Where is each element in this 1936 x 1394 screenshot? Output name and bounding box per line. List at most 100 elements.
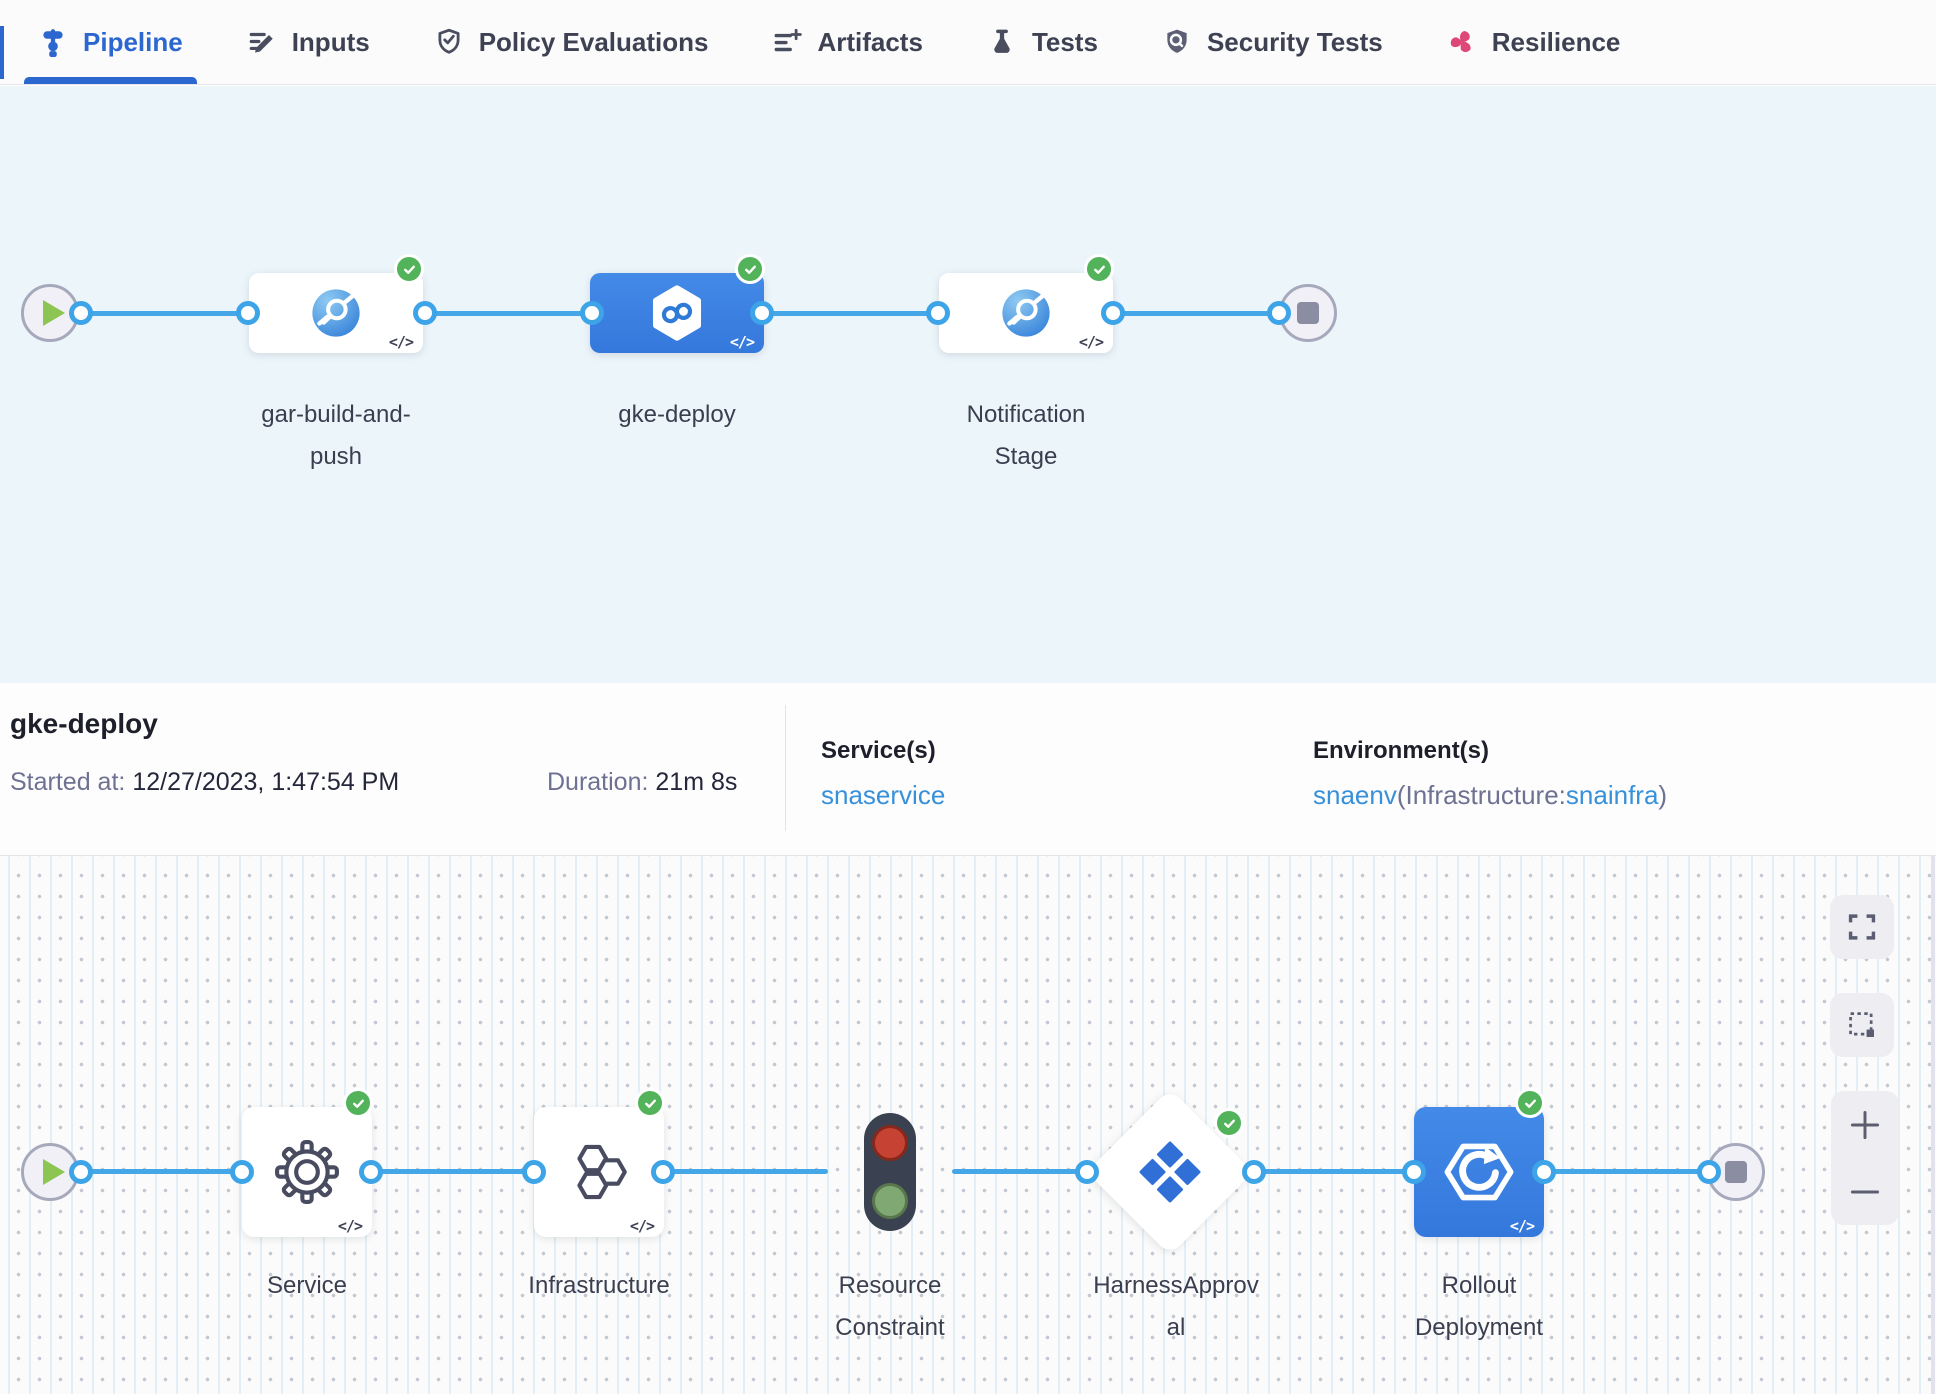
success-check-badge <box>735 254 765 284</box>
environments-label: Environment(s) <box>1313 737 1490 764</box>
stage-title: gke-deploy <box>10 708 158 739</box>
started-at-value: 12/27/2023, 1:47:54 PM <box>132 768 400 796</box>
tab-label: Inputs <box>291 26 370 57</box>
success-check-badge <box>1084 254 1114 284</box>
environment-link[interactable]: snaenv <box>1313 780 1397 810</box>
step-label: HarnessApprov al <box>1093 1272 1259 1341</box>
step-node-service[interactable]: </> <box>242 1088 373 1237</box>
view-yaml-toggle[interactable]: </> <box>337 1217 363 1235</box>
zoom-out-button[interactable] <box>1833 1164 1897 1220</box>
marquee-select-button[interactable] <box>1830 993 1894 1057</box>
fullscreen-button[interactable] <box>1830 895 1894 959</box>
tab-label: Policy Evaluations <box>478 26 709 57</box>
services-label: Service(s) <box>821 737 936 764</box>
tab-inputs[interactable]: Inputs <box>247 0 370 84</box>
infrastructure-link[interactable]: snainfra <box>1565 780 1659 810</box>
zoom-in-button[interactable] <box>1833 1097 1897 1153</box>
rollout-deployment-icon <box>1444 1143 1514 1201</box>
edge-connector <box>78 1169 245 1174</box>
step-label: Infrastructure <box>528 1272 670 1299</box>
play-icon <box>43 1159 65 1185</box>
duration-label: Duration: <box>547 768 649 796</box>
node-port <box>651 1160 675 1184</box>
duration-value: 21m 8s <box>655 768 738 796</box>
stage-node-gar-build-and-push[interactable]: </> <box>249 254 424 353</box>
node-port <box>1402 1160 1426 1184</box>
canvas-right-edge <box>1931 856 1935 1394</box>
node-port <box>1697 1160 1721 1184</box>
stage-node-notification-stage[interactable]: </> <box>939 254 1114 353</box>
edge-connector <box>420 311 596 316</box>
tab-tests[interactable]: Tests <box>987 0 1098 84</box>
stage-node-gke-deploy[interactable]: </> <box>590 254 765 353</box>
custom-stage-icon <box>1002 289 1050 337</box>
fullscreen-icon <box>1848 914 1876 940</box>
started-at: Started at: 12/27/2023, 1:47:54 PM <box>10 768 399 797</box>
tab-label: Resilience <box>1491 26 1621 57</box>
infrastructure-label: (Infrastructure: <box>1396 780 1566 810</box>
success-check-badge <box>1515 1088 1545 1118</box>
step-label: Service <box>266 1272 348 1299</box>
step-node-resource-constraint[interactable] <box>864 1113 916 1231</box>
node-port <box>1267 301 1291 325</box>
step-node-rollout-deployment[interactable]: </> <box>1414 1088 1545 1237</box>
infrastructure-hexagons-icon <box>577 1144 627 1200</box>
node-port <box>359 1160 383 1184</box>
minus-icon <box>1850 1190 1880 1193</box>
node-port <box>1242 1160 1266 1184</box>
resilience-chaos-icon <box>1450 30 1471 53</box>
plus-icon <box>1850 1110 1880 1139</box>
edge-connector <box>78 311 252 316</box>
tab-security-tests[interactable]: Security Tests <box>1162 0 1383 84</box>
tab-policy-evaluations[interactable]: Policy Evaluations <box>434 0 709 84</box>
stage-label: gar-build-and- push <box>261 401 411 470</box>
graph-start-node <box>21 284 79 342</box>
step-node-infrastructure[interactable]: </> <box>534 1088 665 1237</box>
view-yaml-toggle[interactable]: </> <box>388 333 414 351</box>
node-port <box>580 301 604 325</box>
tab-label: Pipeline <box>83 26 183 57</box>
play-icon <box>43 300 65 326</box>
tab-label: Tests <box>1031 26 1098 57</box>
tab-resilience[interactable]: Resilience <box>1447 0 1621 84</box>
started-at-label: Started at: <box>10 768 126 796</box>
execution-tabbar: Pipeline Inputs Policy Evalua <box>0 0 1936 85</box>
deploy-stage-icon <box>652 285 702 341</box>
service-gear-icon <box>275 1140 339 1204</box>
service-link[interactable]: snaservice <box>821 780 946 810</box>
step-node-harness-approval[interactable] <box>1086 1088 1254 1256</box>
node-port <box>926 301 950 325</box>
tab-label: Security Tests <box>1206 26 1383 57</box>
traffic-light-red <box>872 1125 908 1161</box>
step-label: Resource Constraint <box>835 1272 945 1341</box>
execution-graph-canvas[interactable]: </> </> <box>0 856 1936 1394</box>
stage-details-bar: gke-deploy Started at: 12/27/2023, 1:47:… <box>0 683 1936 856</box>
stop-icon <box>1297 302 1319 324</box>
edge-connector <box>368 1169 537 1174</box>
stage-label: gke-deploy <box>618 401 736 428</box>
tab-pipeline[interactable]: Pipeline <box>24 0 197 84</box>
security-shield-icon <box>1167 29 1187 53</box>
node-port <box>1075 1160 1099 1184</box>
policy-shield-icon <box>438 28 460 54</box>
marquee-selection-icon <box>1849 1012 1874 1037</box>
services-value: snaservice <box>821 780 945 811</box>
node-port <box>230 1160 254 1184</box>
node-port <box>750 301 774 325</box>
tab-label: Artifacts <box>817 26 923 57</box>
node-port <box>413 301 437 325</box>
view-yaml-toggle[interactable]: </> <box>1078 333 1104 351</box>
approval-diamond-icon <box>1139 1141 1201 1203</box>
edge-connector <box>1108 311 1285 316</box>
stage-graph-canvas: </> </> <box>0 86 1936 683</box>
view-yaml-toggle[interactable]: </> <box>1509 1217 1535 1235</box>
step-label: Rollout Deployment <box>1414 1272 1544 1341</box>
inputs-icon <box>249 32 273 53</box>
view-yaml-toggle[interactable]: </> <box>629 1217 655 1235</box>
custom-stage-icon <box>312 289 360 337</box>
stop-icon <box>1725 1161 1747 1183</box>
artifacts-list-icon <box>775 28 803 52</box>
view-yaml-toggle[interactable]: </> <box>729 333 755 351</box>
tab-artifacts[interactable]: Artifacts <box>772 0 923 84</box>
